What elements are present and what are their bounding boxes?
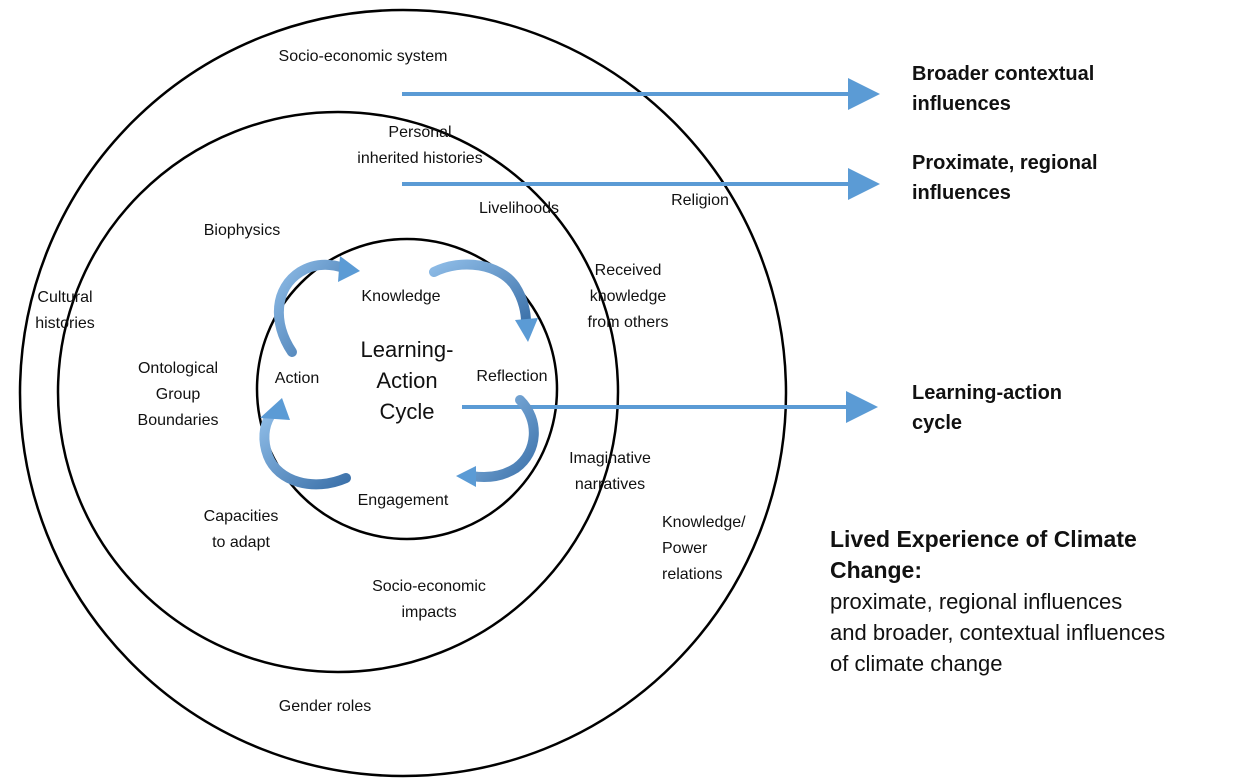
cycle-arrow-reflection-to-engagement (456, 395, 539, 487)
cycle-arrow-action-to-knowledge (273, 256, 360, 357)
cycle-arrow-engagement-to-action (259, 398, 351, 490)
legend-cycle: Learning-action cycle (912, 382, 1063, 434)
label-knowledge-power: Knowledge/ Power relations (662, 514, 746, 583)
label-socio-economic-impacts: Socio-economic impacts (372, 578, 486, 621)
stage-action: Action (274, 370, 320, 387)
label-biophysics: Biophysics (203, 222, 281, 239)
cycle-arrow-knowledge-to-reflection (429, 259, 538, 342)
summary-title: Lived Experience of Climate Change: (830, 526, 1137, 583)
label-livelihoods: Livelihoods (478, 200, 560, 217)
stage-engagement: Engagement (357, 492, 449, 509)
label-cultural-histories: Cultural histories (35, 289, 95, 332)
middle-ring (56, 110, 620, 674)
stage-knowledge: Knowledge (361, 288, 441, 305)
label-ontological-boundaries: Ontological Group Boundaries (137, 360, 219, 429)
label-capacities-to-adapt: Capacities to adapt (203, 508, 279, 551)
stage-reflection: Reflection (476, 368, 548, 385)
cycle-title: Learning- Action Cycle (360, 337, 454, 424)
label-religion: Religion (671, 192, 729, 209)
label-socio-economic-system: Socio-economic system (278, 48, 448, 65)
label-gender-roles: Gender roles (278, 698, 372, 715)
label-received-knowledge: Received knowledge from others (587, 262, 669, 331)
label-personal-histories: Personal inherited histories (357, 124, 483, 167)
arrow-broader (402, 78, 880, 110)
legend-proximate: Proximate, regional influences (912, 152, 1098, 204)
label-imaginative-narratives: Imaginative narratives (569, 450, 651, 493)
legend-broader: Broader contextual influences (912, 63, 1095, 115)
summary-text: proximate, regional influences and broad… (830, 589, 1166, 676)
arrow-proximate (402, 168, 880, 200)
inner-ring (255, 237, 559, 541)
outer-ring (18, 8, 788, 778)
